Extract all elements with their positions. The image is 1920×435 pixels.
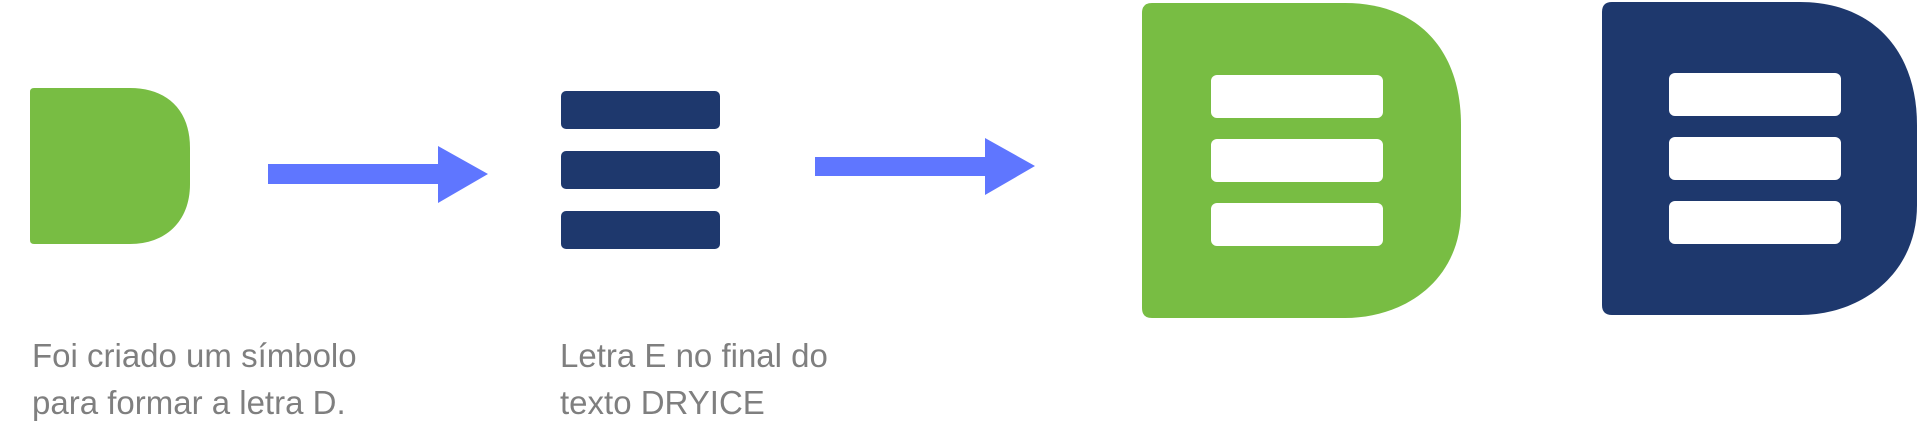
e-bar-middle	[561, 151, 720, 189]
caption-symbol-line-1: Foi criado um símbolo	[32, 337, 357, 374]
logo-navy-bar-middle	[1669, 137, 1841, 180]
logo-green-bar-top	[1211, 75, 1383, 118]
logo-green-bar-middle	[1211, 139, 1383, 182]
logo-navy	[1602, 2, 1917, 315]
e-bar-bottom	[561, 211, 720, 249]
logo-navy-bars	[1669, 73, 1841, 244]
logo-navy-bar-bottom	[1669, 201, 1841, 244]
caption-symbol: Foi criado um símbolo para formar a letr…	[32, 332, 357, 426]
caption-letter-e: Letra E no final do texto DRYICE	[560, 332, 828, 426]
d-shape-icon	[30, 88, 190, 244]
logo-navy-bar-top	[1669, 73, 1841, 116]
logo-green-bar-bottom	[1211, 203, 1383, 246]
e-bar-top	[561, 91, 720, 129]
caption-letter-e-line-1: Letra E no final do	[560, 337, 828, 374]
logo-green	[1142, 3, 1461, 318]
logo-green-bars	[1211, 75, 1383, 246]
caption-symbol-line-2: para formar a letra D.	[32, 384, 346, 421]
arrow-right-icon	[815, 138, 1035, 195]
caption-letter-e-line-2: texto DRYICE	[560, 384, 765, 421]
arrow-right-icon	[268, 146, 488, 203]
stacked-bars-e-icon	[561, 91, 720, 249]
